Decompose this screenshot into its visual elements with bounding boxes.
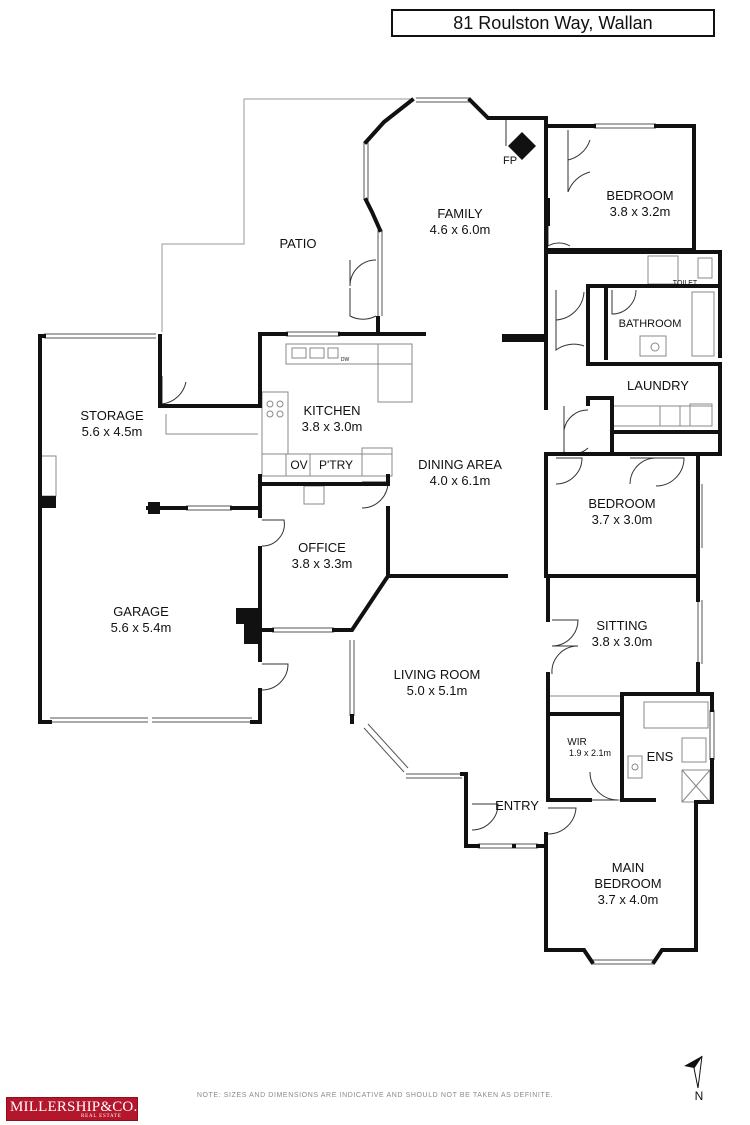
wall-posts xyxy=(40,334,544,644)
address-title: 81 Roulston Way, Wallan xyxy=(391,9,715,37)
agency-logo: MILLERSHIP&CO. REAL ESTATE xyxy=(6,1097,138,1121)
dining-label: DINING AREA xyxy=(418,457,502,472)
main-bedroom-label-2: BEDROOM xyxy=(594,876,661,891)
office-label: OFFICE xyxy=(298,540,346,555)
storage-label: STORAGE xyxy=(80,408,144,423)
dining-dims: 4.0 x 6.1m xyxy=(430,473,491,488)
sitting-label: SITTING xyxy=(596,618,647,633)
fireplace-label: FP xyxy=(503,155,517,167)
family-dims: 4.6 x 6.0m xyxy=(430,222,491,237)
door-swings xyxy=(161,116,685,835)
garage-dims: 5.6 x 5.4m xyxy=(111,620,172,635)
laundry-label: LAUNDRY xyxy=(627,378,689,393)
wir-dims: 1.9 x 2.1m xyxy=(569,748,611,758)
oven-label: OV xyxy=(290,458,307,472)
main-bedroom-dims: 3.7 x 4.0m xyxy=(598,892,659,907)
bedroom-mid-label: BEDROOM xyxy=(588,496,655,511)
patio-outline xyxy=(161,98,412,332)
patio-label: PATIO xyxy=(279,236,316,251)
living-label: LIVING ROOM xyxy=(394,667,481,682)
sitting-dims: 3.8 x 3.0m xyxy=(592,634,653,649)
wir-label: WIR xyxy=(567,737,586,748)
garage-label: GARAGE xyxy=(113,604,169,619)
kitchen-label: KITCHEN xyxy=(303,403,360,418)
logo-name: MILLERSHIP&CO. xyxy=(10,1099,138,1115)
fireplace-symbol xyxy=(508,132,536,160)
office-dims: 3.8 x 3.3m xyxy=(292,556,353,571)
living-dims: 5.0 x 5.1m xyxy=(407,683,468,698)
bedroom-top-label: BEDROOM xyxy=(606,188,673,203)
room-labels: PATIO FAMILY 4.6 x 6.0m FP BEDROOM 3.8 x… xyxy=(80,155,698,907)
dishwasher-label: DW xyxy=(341,357,350,363)
bedroom-mid-dims: 3.7 x 3.0m xyxy=(592,512,653,527)
windows xyxy=(44,97,715,965)
logo-subtitle: REAL ESTATE xyxy=(81,1114,122,1119)
main-bedroom-label: MAIN xyxy=(612,860,645,875)
north-arrow-icon: N xyxy=(684,1055,704,1103)
family-label: FAMILY xyxy=(437,206,483,221)
ensuite-label: ENS xyxy=(647,749,674,764)
pantry-label: P'TRY xyxy=(319,458,353,472)
north-label: N xyxy=(695,1089,704,1103)
storage-dims: 5.6 x 4.5m xyxy=(82,424,143,439)
entry-label: ENTRY xyxy=(495,798,539,813)
walls xyxy=(38,97,722,965)
disclaimer-note: NOTE: SIZES AND DIMENSIONS ARE INDICATIV… xyxy=(196,1092,554,1099)
bedroom-top-dims: 3.8 x 3.2m xyxy=(610,204,671,219)
bathroom-label: BATHROOM xyxy=(619,318,682,330)
kitchen-dims: 3.8 x 3.0m xyxy=(302,419,363,434)
toilet-label: TOILET xyxy=(673,280,698,287)
